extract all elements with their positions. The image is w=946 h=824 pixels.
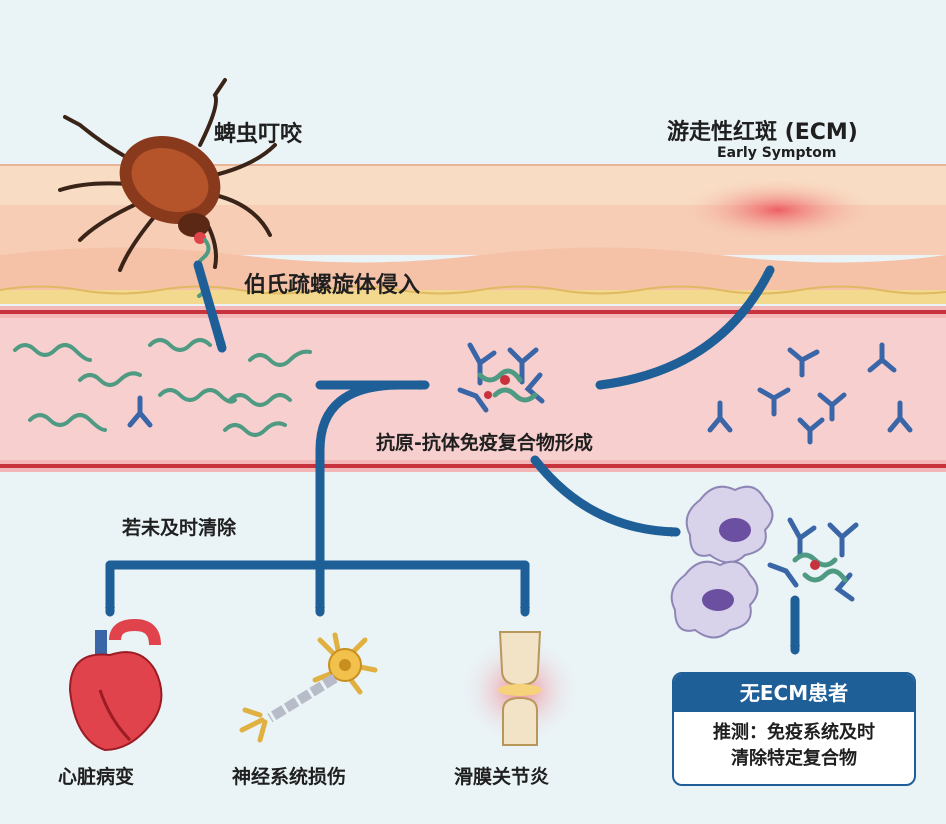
ecm-title-label: 游走性红斑 (ECM) [667, 120, 858, 145]
no-ecm-box-title: 无ECM患者 [674, 674, 914, 712]
spirochete-entry-label: 伯氏疏螺旋体侵入 [244, 273, 421, 298]
no-ecm-box-line2: 清除特定复合物 [731, 748, 857, 769]
not-cleared-label: 若未及时清除 [122, 517, 237, 539]
immune-complex-cleared [767, 517, 859, 602]
no-ecm-box-line1: 推测：免疫系统及时 [713, 722, 875, 743]
ecm-subtitle-label: Early Symptom [717, 145, 837, 161]
heart-disease-label: 心脏病变 [58, 766, 135, 788]
complex-formation-label: 抗原-抗体免疫复合物形成 [376, 432, 593, 454]
heart-illustration [68, 618, 163, 752]
antibodies [127, 342, 913, 445]
nervous-damage-label: 神经系统损伤 [232, 766, 347, 788]
synovial-arthritis-label: 滑膜关节炎 [454, 766, 550, 788]
immune-complex-vessel [457, 342, 545, 413]
no-ecm-patient-box: 无ECM患者 推测：免疫系统及时 清除特定复合物 [672, 672, 916, 786]
no-ecm-box-body: 推测：免疫系统及时 清除特定复合物 [674, 712, 914, 780]
tick-bite-label: 蜱虫叮咬 [214, 122, 303, 147]
tick [58, 78, 277, 272]
neuron-illustration [239, 632, 378, 743]
spirochetes [13, 338, 312, 437]
flow-arrows [105, 260, 800, 655]
ecm-rash [678, 178, 878, 242]
phagocytes [670, 485, 774, 639]
joint-illustration [460, 631, 580, 746]
